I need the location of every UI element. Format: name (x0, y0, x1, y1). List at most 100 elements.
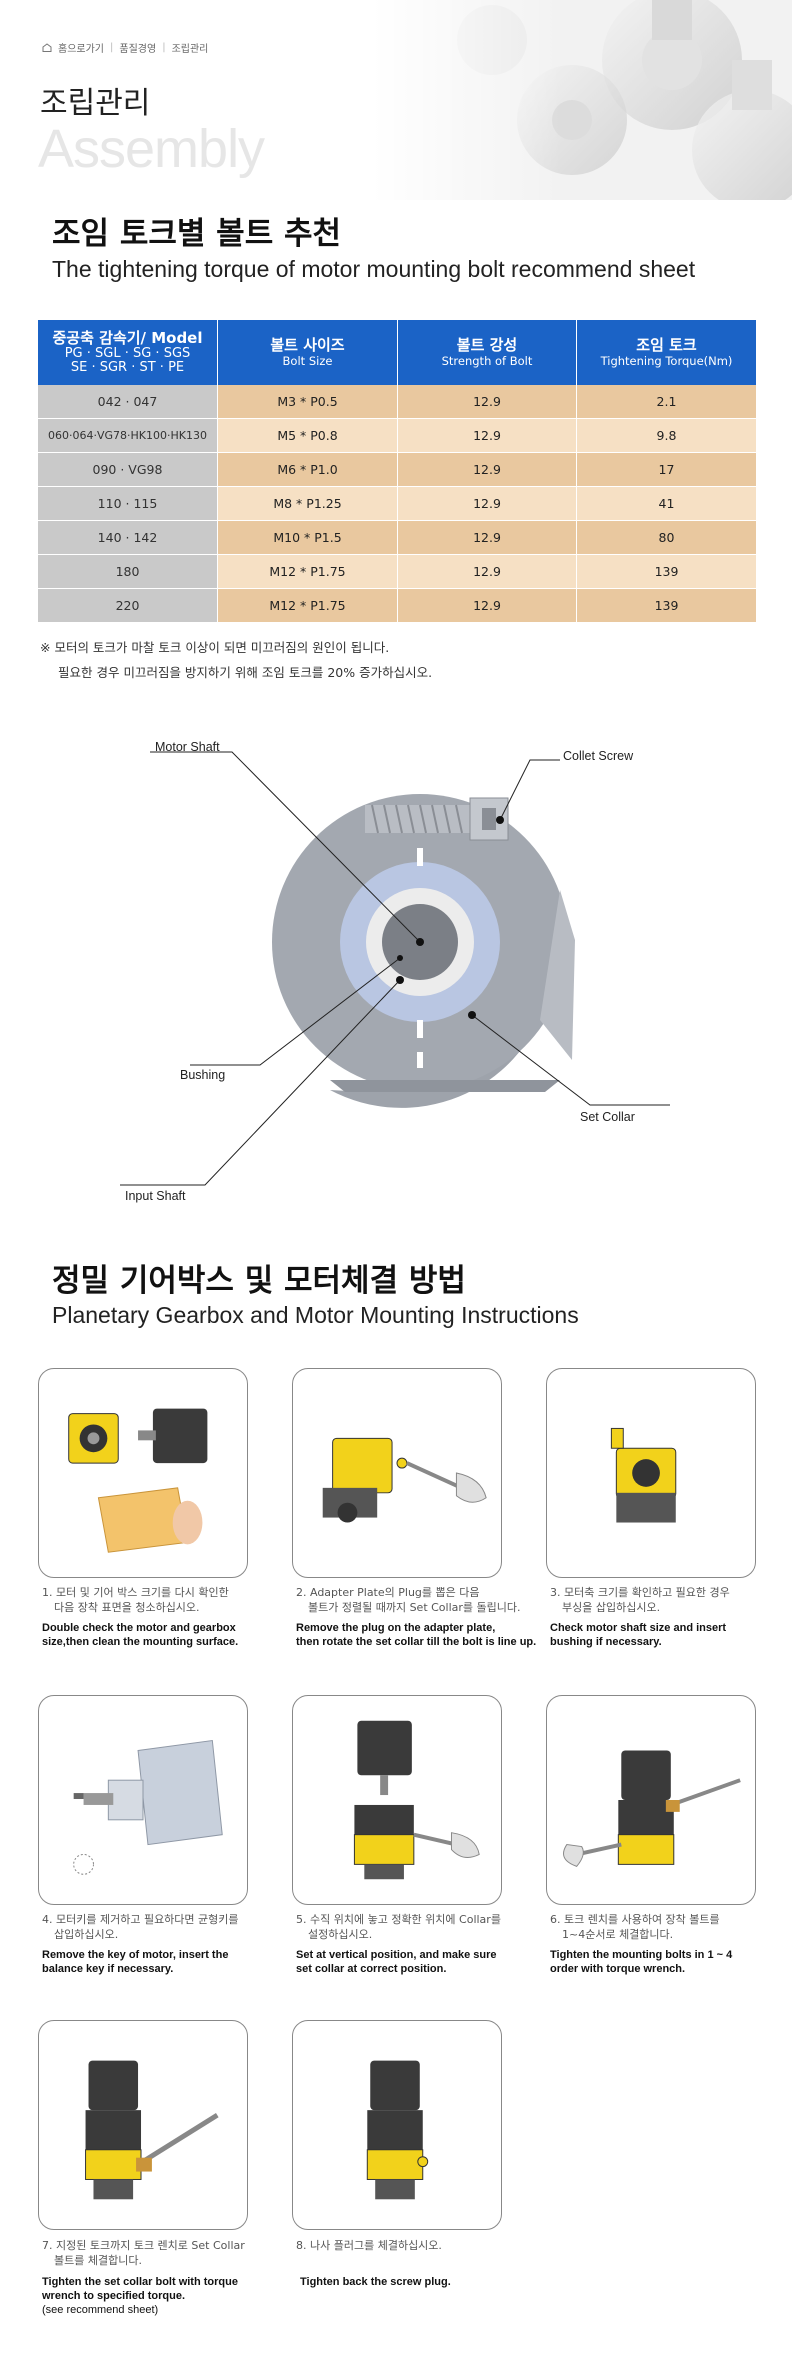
cell-strength: 12.9 (398, 453, 577, 487)
step-2-ko-2: 볼트가 정렬될 때까지 Set Collar를 돌립니다. (308, 1601, 521, 1614)
step-7-en-2: wrench to specified torque. (42, 2290, 186, 2302)
label-set-collar: Set Collar (580, 1110, 635, 1124)
label-input-shaft: Input Shaft (125, 1189, 186, 1203)
step-2-image (292, 1368, 502, 1578)
cell-model: 140 · 142 (38, 521, 218, 555)
header-bolt-sub: Bolt Size (282, 354, 333, 368)
step-4-en-1: Remove the key of motor, insert the (42, 1949, 229, 1961)
header-strength: 볼트 강성 Strength of Bolt (398, 320, 577, 385)
cell-torque: 2.1 (577, 385, 756, 419)
cell-model: 090 · VG98 (38, 453, 218, 487)
step-4-ko-1: 4. 모터키를 제거하고 필요하다면 균형키를 (42, 1913, 239, 1926)
breadcrumb-home[interactable]: 홈으로가기 (58, 44, 104, 55)
step-6-ko-2: 1~4순서로 체결합니다. (562, 1928, 674, 1941)
header-torque-top: 조임 토크 (636, 336, 697, 354)
step-3-en-2: bushing if necessary. (550, 1636, 662, 1648)
cell-torque: 41 (577, 487, 756, 521)
torque-table: 중공축 감속기/ Model PG · SGL · SG · SGS SE · … (38, 320, 756, 623)
step-2-en-1: Remove the plug on the adapter plate, (296, 1622, 496, 1634)
home-icon (42, 43, 52, 52)
step-5-ko-1: 5. 수직 위치에 놓고 정확한 위치에 Collar를 (296, 1913, 501, 1926)
step-2-en-2: then rotate the set collar till the bolt… (296, 1636, 537, 1648)
torque-note-1: ※ 모터의 토크가 마찰 토크 이상이 되면 미끄러짐의 원인이 됩니다. (40, 640, 390, 655)
cell-model: 060·064·VG78·HK100·HK130 (38, 419, 218, 453)
cell-bolt: M12 * P1.75 (218, 589, 398, 623)
cell-bolt: M8 * P1.25 (218, 487, 398, 521)
header-torque-sub: Tightening Torque(Nm) (600, 354, 733, 368)
step-7-image (38, 2020, 248, 2230)
step-3-en-1: Check motor shaft size and insert (550, 1622, 727, 1634)
header-model-sub2: SE · SGR · ST · PE (70, 360, 185, 375)
torque-note-2: 필요한 경우 미끄러짐을 방지하기 위해 조임 토크를 20% 증가하십시오. (58, 665, 433, 680)
label-collet-screw: Collet Screw (563, 749, 634, 763)
step-5-en-2: set collar at correct position. (296, 1963, 447, 1975)
header-strength-sub: Strength of Bolt (441, 354, 533, 368)
breadcrumb-separator: | (110, 42, 114, 53)
table-header-row: 중공축 감속기/ Model PG · SGL · SG · SGS SE · … (38, 320, 756, 385)
cell-bolt: M12 * P1.75 (218, 555, 398, 589)
cell-model: 180 (38, 555, 218, 589)
page-header: 홈으로가기 | 품질경영 | 조립관리 조립관리 Assembly (0, 0, 792, 200)
step-6-en-2: order with torque wrench. (550, 1963, 686, 1975)
header-bolt-size: 볼트 사이즈 Bolt Size (218, 320, 398, 385)
step-1-en-1: Double check the motor and gearbox (42, 1622, 236, 1634)
torque-section-title: 조임 토크별 볼트 추천 (52, 216, 342, 252)
page-title: 조립관리 (40, 86, 151, 121)
mounting-section-title: 정밀 기어박스 및 모터체결 방법 (52, 1263, 466, 1299)
label-bushing: Bushing (180, 1068, 226, 1082)
step-5-ko-2: 설정하십시오. (308, 1928, 373, 1941)
cell-torque: 17 (577, 453, 756, 487)
step-8-en-1: Tighten back the screw plug. (300, 2276, 451, 2288)
step-3-ko-2: 부싱을 삽입하십시오. (562, 1601, 661, 1614)
step-3-image (546, 1368, 756, 1578)
header-model-top: 중공축 감속기/ Model (52, 329, 203, 347)
cell-strength: 12.9 (398, 555, 577, 589)
step-4-ko-2: 삽입하십시오. (54, 1928, 119, 1941)
header-strength-top: 볼트 강성 (456, 336, 518, 354)
step-8-ko-1: 8. 나사 플러그를 체결하십시오. (296, 2239, 442, 2252)
cell-torque: 9.8 (577, 419, 756, 453)
step-1-ko-1: 1. 모터 및 기어 박스 크기를 다시 확인한 (42, 1586, 229, 1599)
label-motor-shaft: Motor Shaft (155, 740, 220, 754)
cell-strength: 12.9 (398, 419, 577, 453)
cell-strength: 12.9 (398, 521, 577, 555)
table-row: 060·064·VG78·HK100·HK130 M5 * P0.8 12.9 … (38, 419, 756, 453)
cell-bolt: M3 * P0.5 (218, 385, 398, 419)
cell-strength: 12.9 (398, 385, 577, 419)
step-1-ko-2: 다음 장착 표면을 청소하십시오. (54, 1601, 200, 1614)
set-collar-diagram: Motor Shaft Collet Screw Bushing Set Col… (0, 720, 792, 1220)
cell-bolt: M5 * P0.8 (218, 419, 398, 453)
step-3-ko-1: 3. 모터축 크기를 확인하고 필요한 경우 (550, 1586, 730, 1599)
cell-model: 220 (38, 589, 218, 623)
step-7-ko-2: 볼트를 체결합니다. (54, 2254, 142, 2267)
cell-strength: 12.9 (398, 487, 577, 521)
step-1-image (38, 1368, 248, 1578)
table-row: 110 · 115 M8 * P1.25 12.9 41 (38, 487, 756, 521)
page-title-english: Assembly (38, 119, 265, 179)
step-7-ko-1: 7. 지정된 토크까지 토크 렌치로 Set Collar (42, 2239, 245, 2252)
step-7-en-3: (see recommend sheet) (42, 2304, 159, 2316)
header-model-sub: PG · SGL · SG · SGS (64, 346, 191, 361)
breadcrumb-quality[interactable]: 품질경영 (119, 44, 157, 55)
table-row: 220 M12 * P1.75 12.9 139 (38, 589, 756, 623)
cell-bolt: M6 * P1.0 (218, 453, 398, 487)
breadcrumb-assembly[interactable]: 조립관리 (171, 44, 209, 55)
cell-torque: 80 (577, 521, 756, 555)
header-bolt-top: 볼트 사이즈 (270, 336, 345, 354)
breadcrumb-separator: | (162, 42, 166, 53)
step-5-image (292, 1695, 502, 1905)
header-torque: 조임 토크 Tightening Torque(Nm) (577, 320, 756, 385)
step-8-image (292, 2020, 502, 2230)
step-6-en-1: Tighten the mounting bolts in 1 ~ 4 (550, 1949, 733, 1961)
collar-cross-section (120, 751, 670, 1186)
step-5-en-1: Set at vertical position, and make sure (296, 1949, 497, 1961)
step-4-en-2: balance key if necessary. (42, 1963, 174, 1975)
table-row: 180 M12 * P1.75 12.9 139 (38, 555, 756, 589)
cell-model: 110 · 115 (38, 487, 218, 521)
step-7-en-1: Tighten the set collar bolt with torque (42, 2276, 238, 2288)
step-2-ko-1: 2. Adapter Plate의 Plug를 뽑은 다음 (296, 1586, 480, 1599)
cell-strength: 12.9 (398, 589, 577, 623)
cell-model: 042 · 047 (38, 385, 218, 419)
step-1-en-2: size,then clean the mounting surface. (42, 1636, 239, 1648)
cell-torque: 139 (577, 555, 756, 589)
